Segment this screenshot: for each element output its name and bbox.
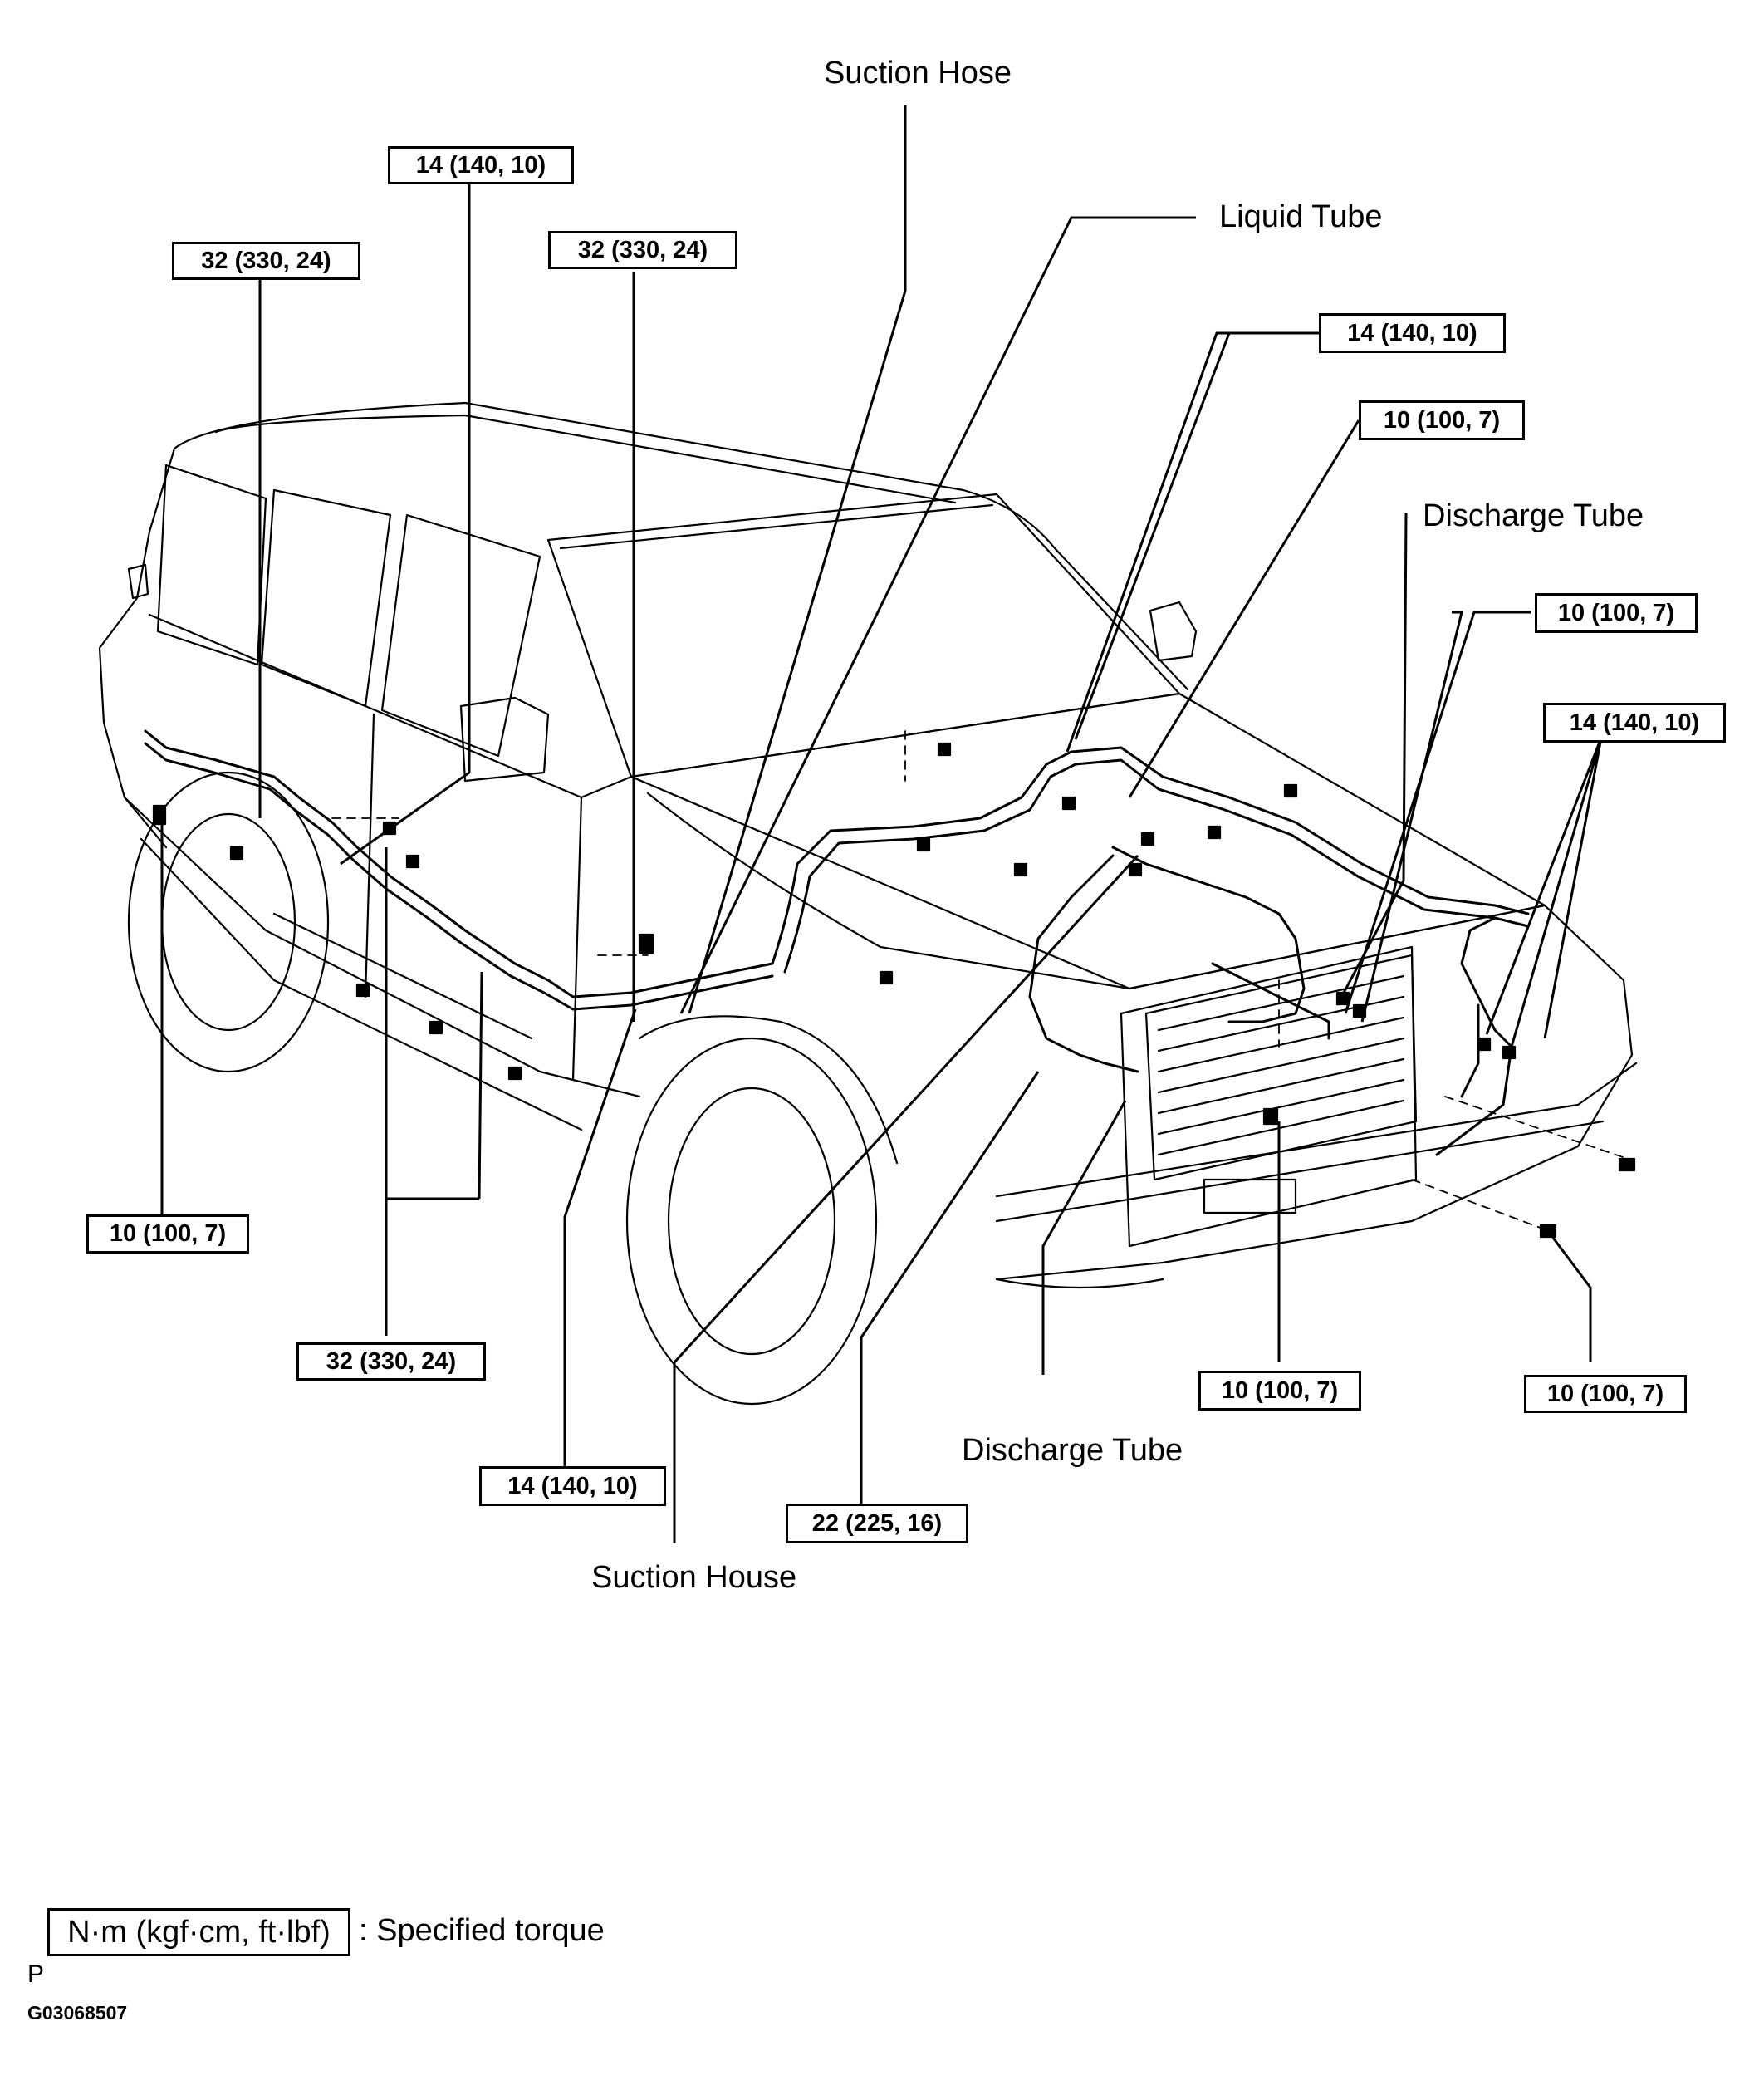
leader-lines — [160, 105, 1603, 1543]
ac-piping — [144, 729, 1530, 1156]
torque-box: 22 (225, 16) — [786, 1504, 968, 1543]
torque-box: 14 (140, 10) — [479, 1466, 666, 1506]
label-liquid-tube: Liquid Tube — [1219, 199, 1383, 234]
label-discharge-tube-upper: Discharge Tube — [1423, 498, 1644, 533]
legend-unit-box: N·m (kgf·cm, ft·lbf) — [47, 1908, 350, 1956]
torque-box: 10 (100, 7) — [1524, 1375, 1687, 1413]
torque-box: 14 (140, 10) — [388, 146, 574, 184]
torque-box: 32 (330, 24) — [296, 1342, 486, 1381]
figure-id: G03068507 — [27, 2002, 128, 2024]
torque-box: 32 (330, 24) — [172, 242, 360, 280]
legend-text: : Specified torque — [359, 1913, 605, 1948]
label-suction-hose: Suction Hose — [824, 56, 1012, 91]
torque-box: 10 (100, 7) — [1535, 593, 1698, 633]
vehicle-body — [98, 401, 1638, 1406]
torque-box: 10 (100, 7) — [1359, 400, 1525, 440]
label-suction-house: Suction House — [591, 1560, 797, 1595]
torque-box: 10 (100, 7) — [86, 1214, 249, 1254]
legend-code: P — [27, 1960, 45, 1988]
label-discharge-tube-lower: Discharge Tube — [962, 1433, 1183, 1468]
torque-box: 14 (140, 10) — [1543, 703, 1726, 743]
dashed-lines — [331, 730, 1629, 1230]
torque-box: 10 (100, 7) — [1198, 1371, 1361, 1411]
torque-box: 14 (140, 10) — [1319, 313, 1506, 353]
torque-box: 32 (330, 24) — [548, 231, 737, 269]
bolts — [152, 742, 1636, 1239]
